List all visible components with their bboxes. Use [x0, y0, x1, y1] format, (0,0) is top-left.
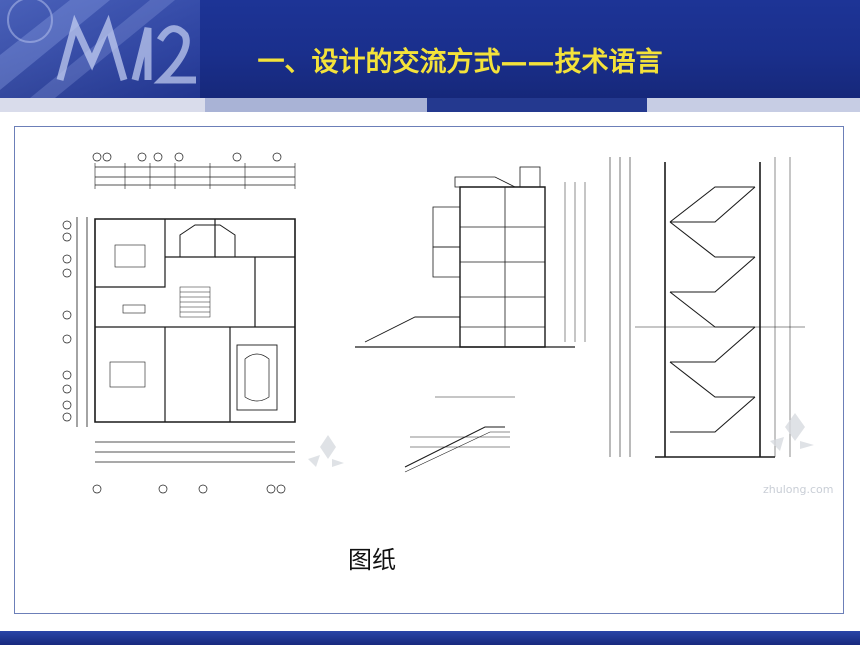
section-drawing — [355, 166, 586, 473]
stair-section-drawing — [609, 157, 805, 458]
slide-title: 一、设计的交流方式——技术语言 — [257, 47, 663, 78]
floor-plan-drawing — [62, 152, 296, 494]
content-frame: 图纸 zhulong.com — [14, 126, 844, 614]
architectural-drawings — [62, 152, 814, 494]
watermark-text: zhulong.com — [763, 483, 834, 496]
header-stripe — [0, 98, 860, 112]
snowflake-emblem-icon — [770, 413, 814, 451]
calendar-number-logo-icon — [0, 0, 200, 98]
slide-header: 一、设计的交流方式——技术语言 — [0, 0, 860, 98]
snowflake-emblem-icon — [308, 435, 344, 467]
slide-footer-bar — [0, 631, 860, 645]
slide-caption: 图纸 — [348, 546, 396, 574]
